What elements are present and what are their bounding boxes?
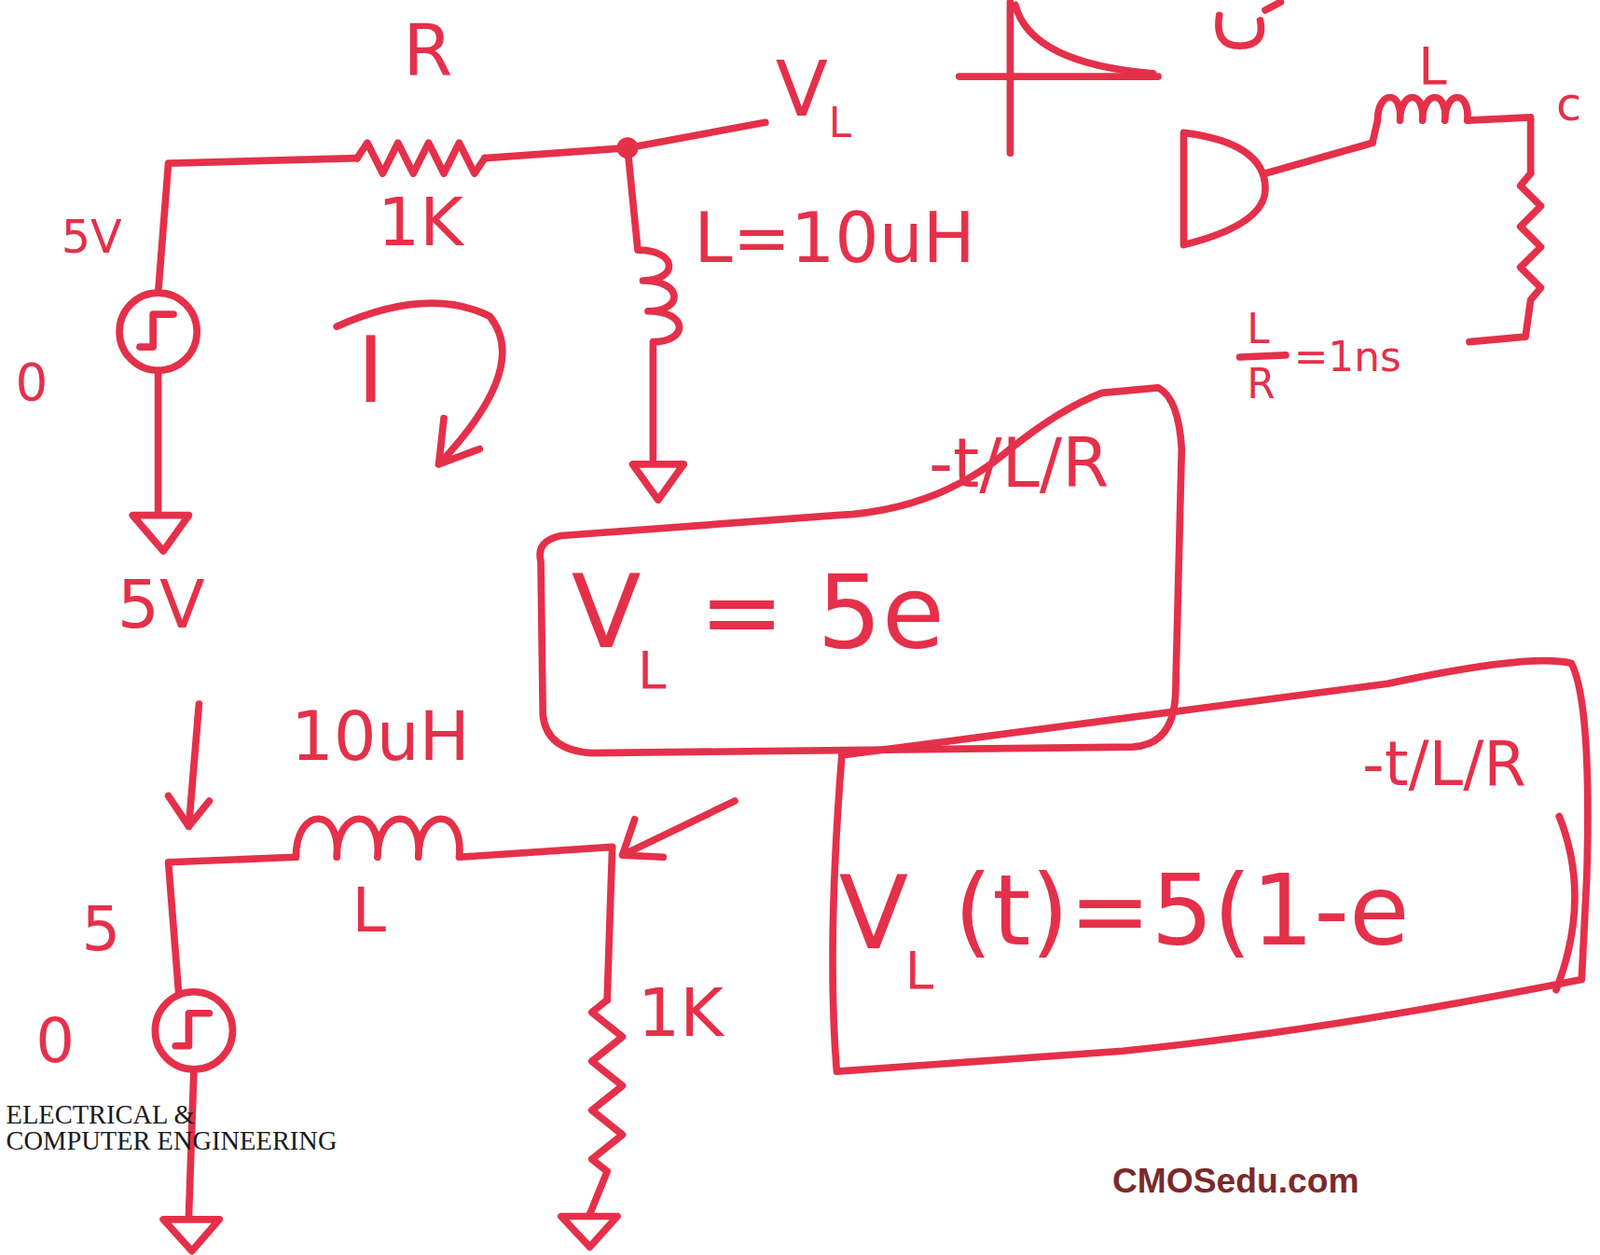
signal-subscript: L xyxy=(828,101,852,143)
footer-text: COMPUTER ENGINEERING xyxy=(6,1128,338,1155)
equation-box: VL (t)=5(1-e -t/L/R xyxy=(816,642,1593,1082)
fraction-bar xyxy=(1240,355,1286,358)
pulse-symbol xyxy=(139,314,174,347)
equation-text: L xyxy=(637,645,666,697)
voltage-level: 5 xyxy=(82,897,122,960)
box-border xyxy=(832,661,1588,1072)
wire xyxy=(158,158,358,293)
voltage-level: 5V xyxy=(117,571,206,638)
fraction-numerator: L xyxy=(1246,308,1269,350)
part-name: R xyxy=(402,14,453,87)
closing-paren xyxy=(1556,816,1575,991)
ground-symbol xyxy=(132,515,189,552)
box-border xyxy=(539,387,1182,754)
equation-text: V xyxy=(571,561,642,663)
fraction-denominator: R xyxy=(1246,363,1275,405)
inductor-symbol xyxy=(1372,97,1532,175)
voltage-level: 0 xyxy=(35,1009,75,1072)
driver-symbol xyxy=(1183,132,1266,245)
voltage-level: 5V xyxy=(61,214,123,261)
component-value: 10uH xyxy=(290,703,470,772)
equation-box: VL = 5e -t/L/R xyxy=(530,387,1184,756)
voltage-level: 0 xyxy=(14,357,48,409)
equation-text: V xyxy=(839,862,910,965)
arrow xyxy=(622,800,735,857)
inductor-symbol xyxy=(627,148,679,460)
equation-text: (t)=5(1-e xyxy=(953,862,1409,961)
source-symbol xyxy=(154,992,233,1070)
equation-text: -t/L/R xyxy=(928,430,1109,498)
source-symbol xyxy=(119,292,197,371)
current-label: I xyxy=(357,324,385,416)
note: c xyxy=(1556,82,1582,128)
wire xyxy=(154,370,163,511)
footer-text: ELECTRICAL & xyxy=(6,1102,195,1129)
time-constant: =1ns xyxy=(1294,336,1402,378)
ground-symbol xyxy=(633,464,685,500)
decay-curve xyxy=(1015,4,1154,73)
current-arrow xyxy=(336,303,503,465)
equation-text: L xyxy=(905,945,934,997)
watermark: CMOSedu.com xyxy=(1112,1163,1360,1199)
resistor-symbol xyxy=(357,142,485,174)
pulse-scribble xyxy=(1218,1,1282,46)
signal-name: V xyxy=(775,51,828,128)
component-value: 1K xyxy=(637,979,724,1047)
ground-symbol xyxy=(163,1219,220,1252)
equation-text: -t/L/R xyxy=(1362,732,1527,795)
arrow xyxy=(168,703,210,827)
resistor-symbol xyxy=(1469,173,1542,343)
ground-symbol xyxy=(561,1216,618,1248)
wire xyxy=(1265,142,1373,174)
wire xyxy=(168,856,297,992)
pulse-symbol xyxy=(175,1013,209,1047)
inductor-symbol xyxy=(295,818,612,1000)
part-name: L xyxy=(1418,41,1447,93)
resistor-symbol xyxy=(590,1000,623,1215)
part-name: L xyxy=(352,879,387,941)
equation-text: = 5e xyxy=(699,561,945,663)
plot-axes xyxy=(959,1,1159,153)
component-value: L=10uH xyxy=(693,204,976,274)
component-value: 1K xyxy=(377,188,464,255)
